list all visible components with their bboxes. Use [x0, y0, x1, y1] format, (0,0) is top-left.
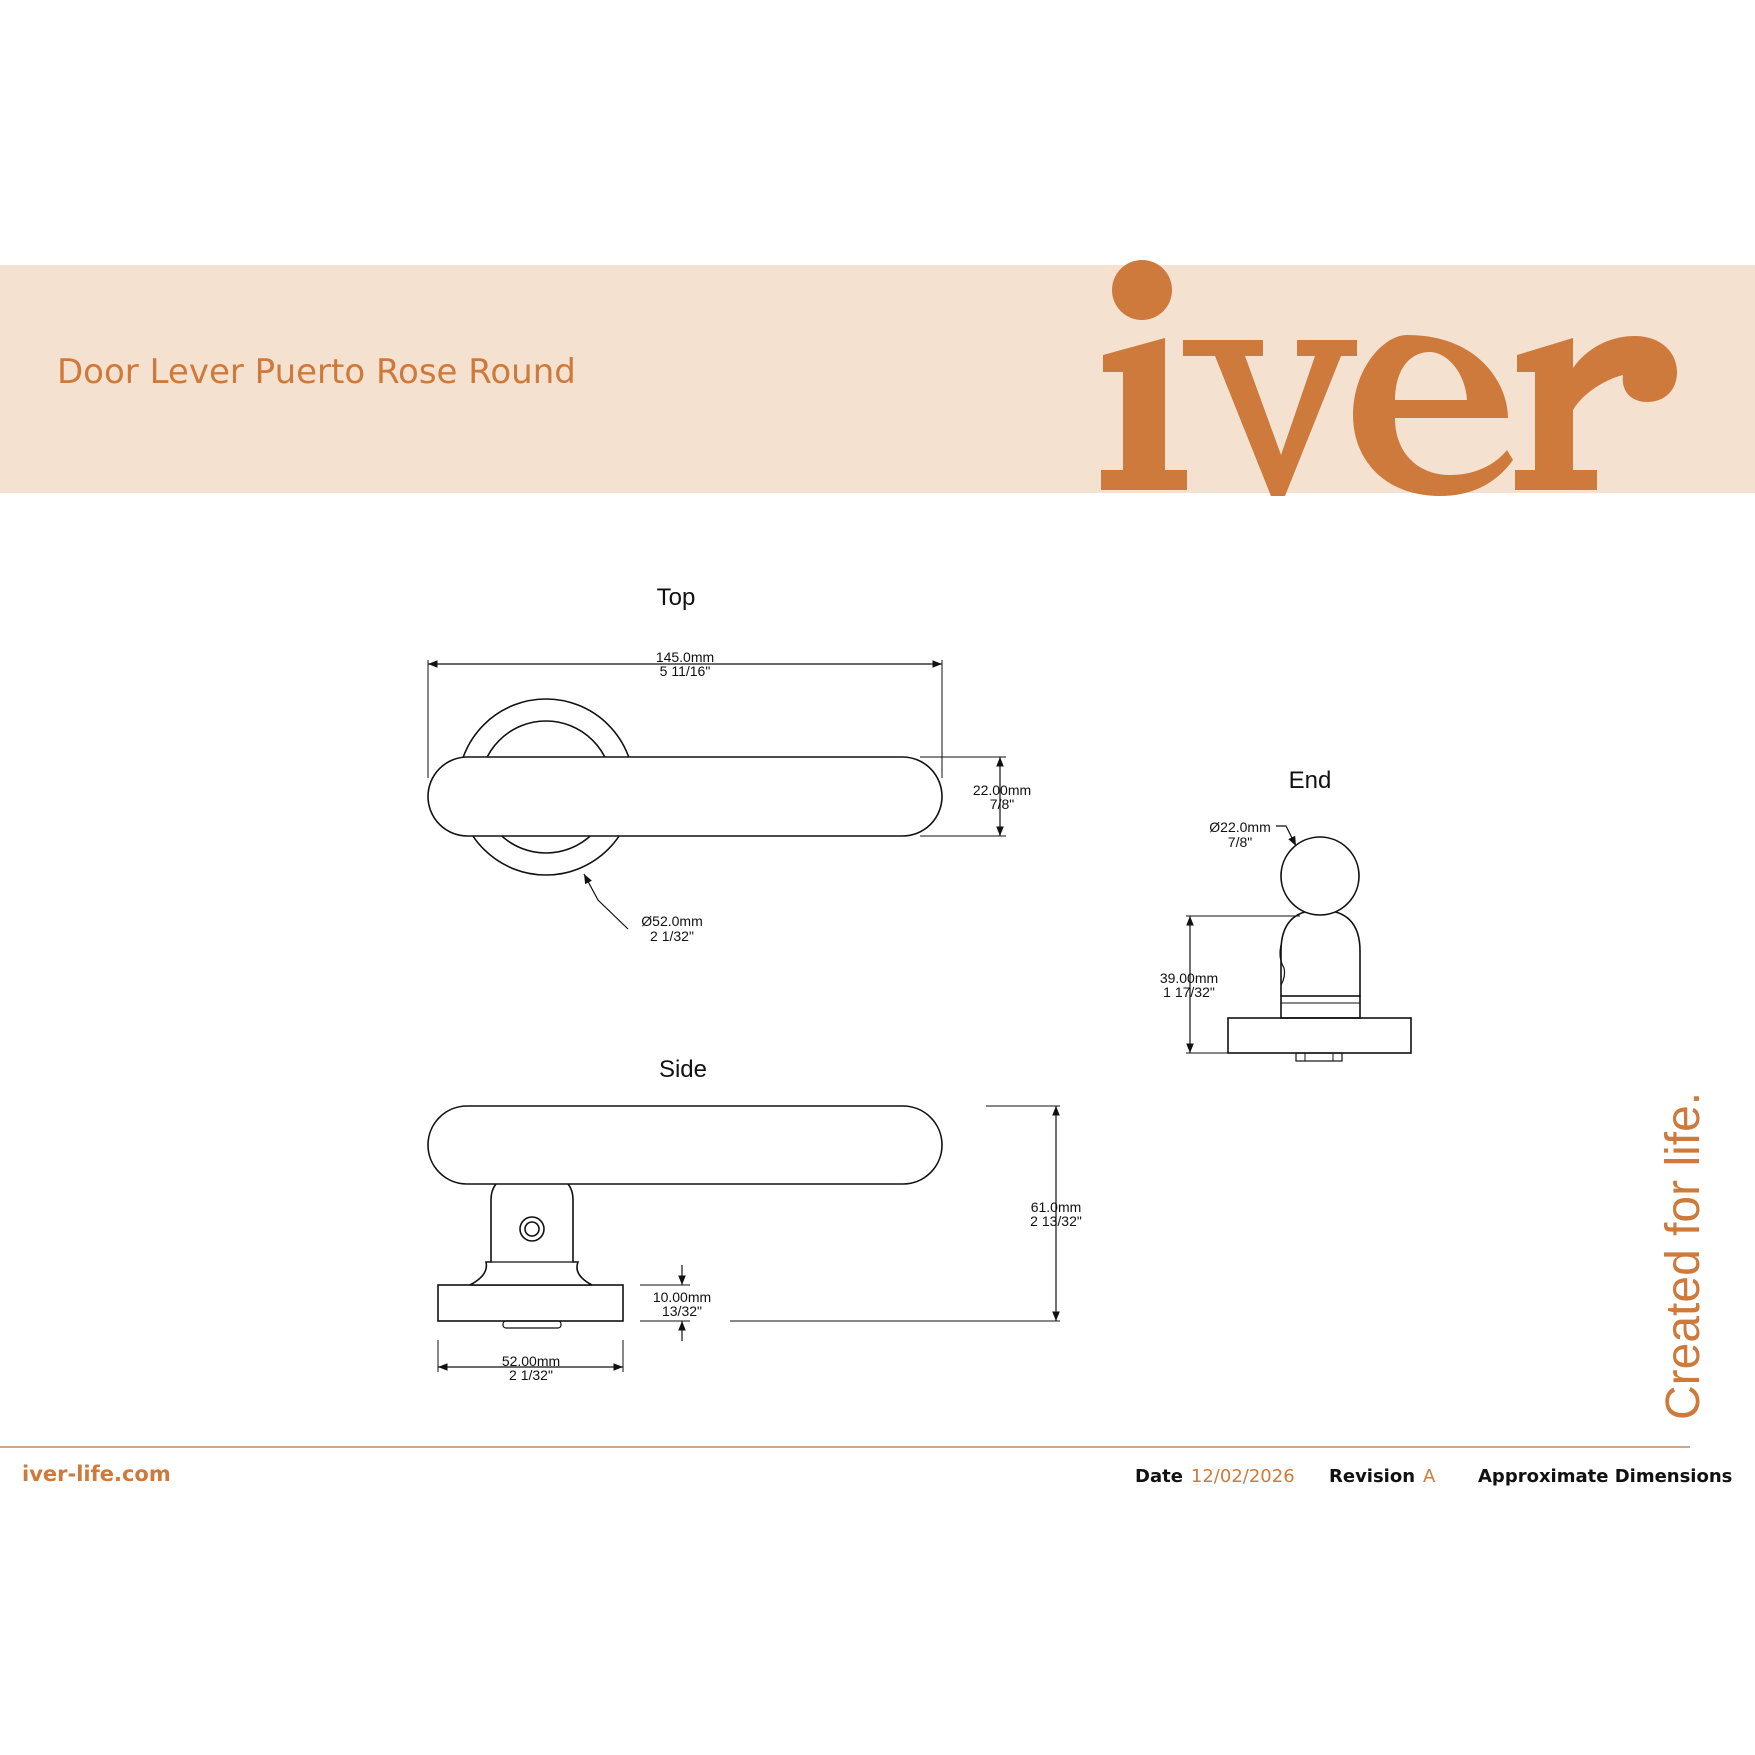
- side-screw-outer: [519, 1216, 545, 1242]
- view-title-end: End: [1289, 767, 1332, 794]
- leader-end-dia: [1276, 825, 1297, 847]
- brand-tagline: Created for life.: [1657, 1091, 1710, 1420]
- dim-end-dia-mm: Ø22.0mm: [1209, 819, 1270, 835]
- dim-rose-dia-inch: 2 1/32": [650, 928, 694, 944]
- approximate-dimensions-note: Approximate Dimensions: [1478, 1466, 1732, 1487]
- dim-rose-width-mm: 52.00mm: [502, 1353, 560, 1369]
- dim-length-mm: 145.0mm: [656, 649, 714, 665]
- view-title-top: Top: [657, 584, 696, 611]
- footer-divider: [0, 1446, 1690, 1448]
- dim-end-height-inch: 1 17/32": [1163, 984, 1215, 1000]
- top-view: [427, 660, 1006, 930]
- dim-rose-thickness-mm: 10.00mm: [653, 1289, 711, 1305]
- dim-rose-width-inch: 2 1/32": [509, 1367, 553, 1383]
- dim-length-inch: 5 11/16": [660, 663, 711, 679]
- leader-rose-dia: [583, 873, 629, 930]
- end-rose-plate: [1227, 1017, 1412, 1054]
- dim-projection-inch: 2 13/32": [1030, 1213, 1082, 1229]
- dim-lever-dia-mm: 22.00mm: [973, 782, 1031, 798]
- side-neck: [469, 1171, 593, 1286]
- date-value: 12/02/2026: [1190, 1466, 1295, 1487]
- side-spindle: [502, 1320, 562, 1329]
- dim-projection-mm: 61.0mm: [1031, 1199, 1082, 1215]
- revision-field: Revision A: [1329, 1466, 1435, 1487]
- view-title-side: Side: [659, 1056, 707, 1083]
- side-view: [427, 1105, 1060, 1372]
- dim-end-dia-inch: 7/8": [1228, 834, 1252, 850]
- end-spindle: [1295, 1052, 1343, 1062]
- end-rose-step: [1280, 995, 1361, 1019]
- revision-label: Revision: [1329, 1466, 1416, 1487]
- iver-logo: [1101, 260, 1677, 496]
- lever-outline-side: [427, 1105, 943, 1185]
- document-title: Door Lever Puerto Rose Round: [57, 352, 576, 392]
- dim-rose-dia-mm: Ø52.0mm: [641, 913, 702, 929]
- side-screw-inner: [524, 1221, 540, 1237]
- side-rose-plate: [437, 1284, 624, 1322]
- end-lever-section: [1280, 836, 1360, 916]
- date-label: Date: [1135, 1466, 1183, 1487]
- end-neck: [1280, 909, 1361, 996]
- date-field: Date 12/02/2026: [1135, 1466, 1295, 1487]
- website-link[interactable]: iver-life.com: [22, 1462, 171, 1486]
- lever-outline-top: [427, 756, 943, 837]
- revision-value: A: [1423, 1466, 1436, 1487]
- dim-lever-dia-inch: 7/8": [990, 796, 1014, 812]
- dim-rose-thickness-inch: 13/32": [662, 1303, 702, 1319]
- dim-end-height-mm: 39.00mm: [1160, 970, 1218, 986]
- dimensions-note: Approximate Dimensions: [1478, 1466, 1733, 1487]
- end-view: [1186, 825, 1412, 1062]
